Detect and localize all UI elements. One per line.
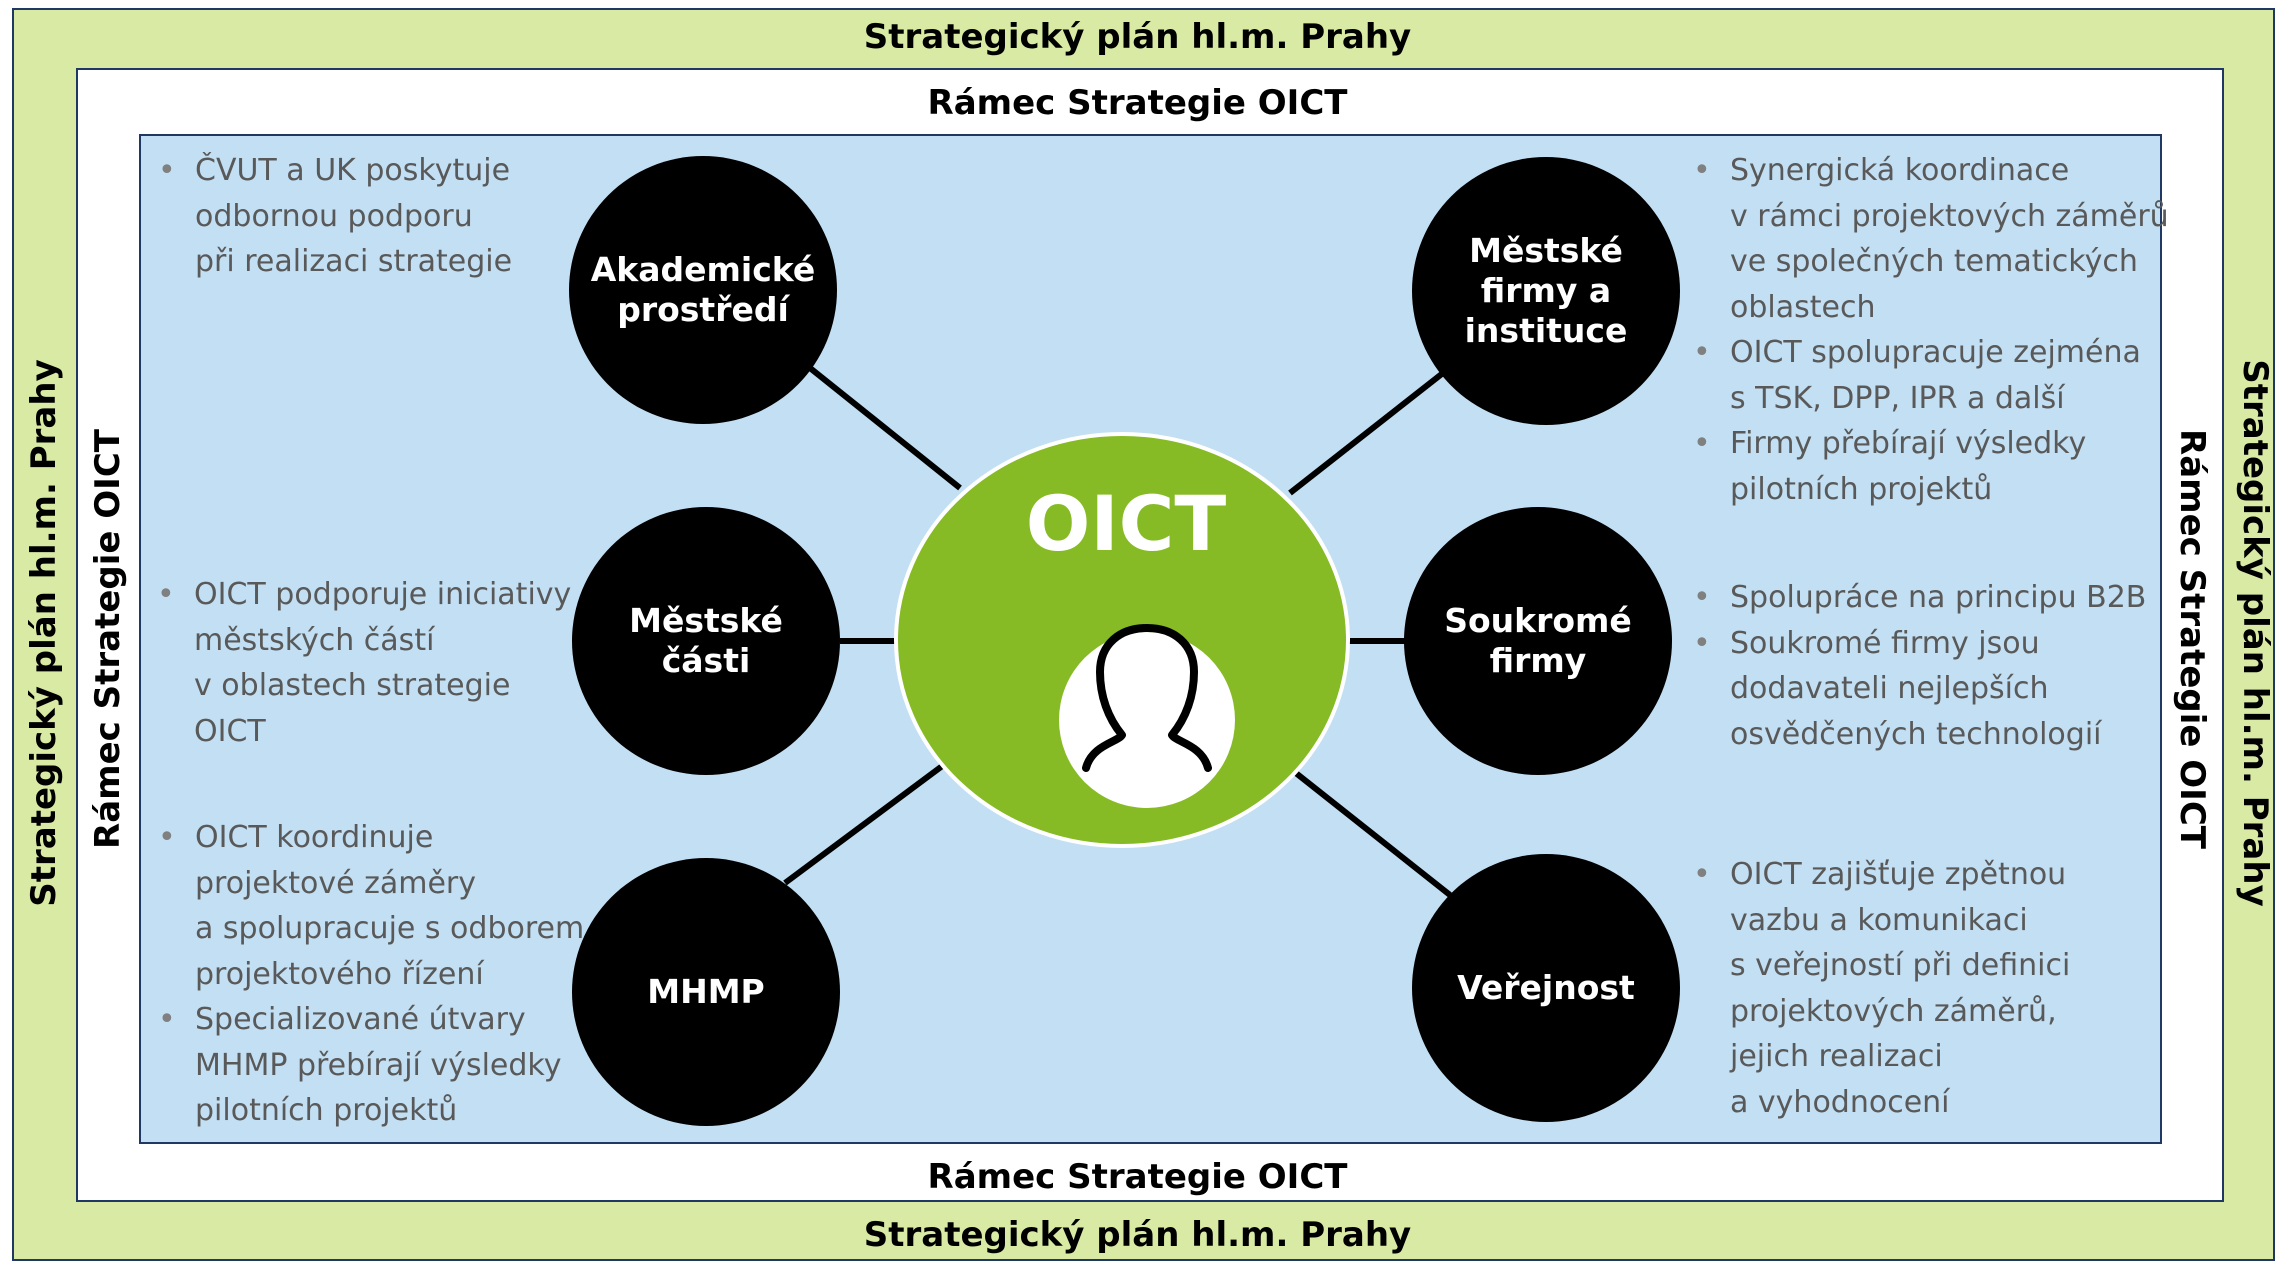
outer-label-bottom: Strategický plán hl.m. Prahy [863,1215,1412,1255]
node-mhmp [572,858,840,1126]
person-badge [1059,632,1235,808]
outer-label-top: Strategický plán hl.m. Prahy [863,17,1412,57]
note-item: Spolupráce na principu B2B [1693,575,2146,621]
node-label-line: Městské [629,601,783,640]
connector-mhmp [783,755,955,886]
connector-academic [808,365,962,491]
note-item: Specializované útvary MHMP přebírají výs… [158,997,584,1134]
note-item: OICT zajišťuje zpětnou vazbu a komunikac… [1693,852,2070,1125]
notes-academic: ČVUT a UK poskytuje odbornou podporu při… [158,148,512,285]
node-label-line: Soukromé [1444,601,1632,640]
connector-city-firms [1288,370,1445,496]
note-item: OICT spolupracuje zejména s TSK, DPP, IP… [1693,330,2169,421]
notes-city-firms: Synergická koordinace v rámci projektový… [1693,148,2169,512]
note-item: OICT podporuje iniciativy městských část… [157,572,571,754]
notes-districts: OICT podporuje iniciativy městských část… [157,572,571,754]
node-label-line: firmy [1490,641,1587,680]
node-public [1412,854,1680,1122]
node-label-line: MHMP [647,972,764,1011]
node-academic [569,156,837,424]
hub: OICT [894,432,1350,848]
notes-public: OICT zajišťuje zpětnou vazbu a komunikac… [1693,852,2070,1125]
node-label-line: instituce [1465,311,1628,350]
note-item: OICT koordinuje projektové záměry a spol… [158,815,584,997]
inner-label-bottom: Rámec Strategie OICT [927,1157,1348,1197]
node-private-firms [1404,507,1672,775]
connectors [783,365,1452,898]
note-item: Firmy přebírají výsledky pilotních proje… [1693,421,2169,512]
node-districts [572,507,840,775]
node-label-line: prostředí [617,290,790,329]
note-item: Soukromé firmy jsou dodavateli nejlepšíc… [1693,621,2146,758]
node-label-line: části [662,641,751,680]
notes-private-firms: Spolupráce na principu B2BSoukromé firmy… [1693,575,2146,757]
notes-mhmp: OICT koordinuje projektové záměry a spol… [158,815,584,1134]
note-item: ČVUT a UK poskytuje odbornou podporu při… [158,148,512,285]
node-label-line: Akademické [591,250,815,289]
node-city-firms [1412,157,1680,425]
node-label-line: Veřejnost [1457,968,1635,1007]
person-icon [1082,624,1212,772]
node-mhmp-label: MHMP [647,972,764,1011]
inner-label-top: Rámec Strategie OICT [927,83,1348,123]
node-public-label: Veřejnost [1457,968,1635,1007]
node-label-line: firmy a [1481,271,1611,310]
connector-public [1285,763,1452,898]
note-item: Synergická koordinace v rámci projektový… [1693,148,2169,330]
hub-title: OICT [1026,479,1227,568]
node-label-line: Městské [1469,231,1623,270]
